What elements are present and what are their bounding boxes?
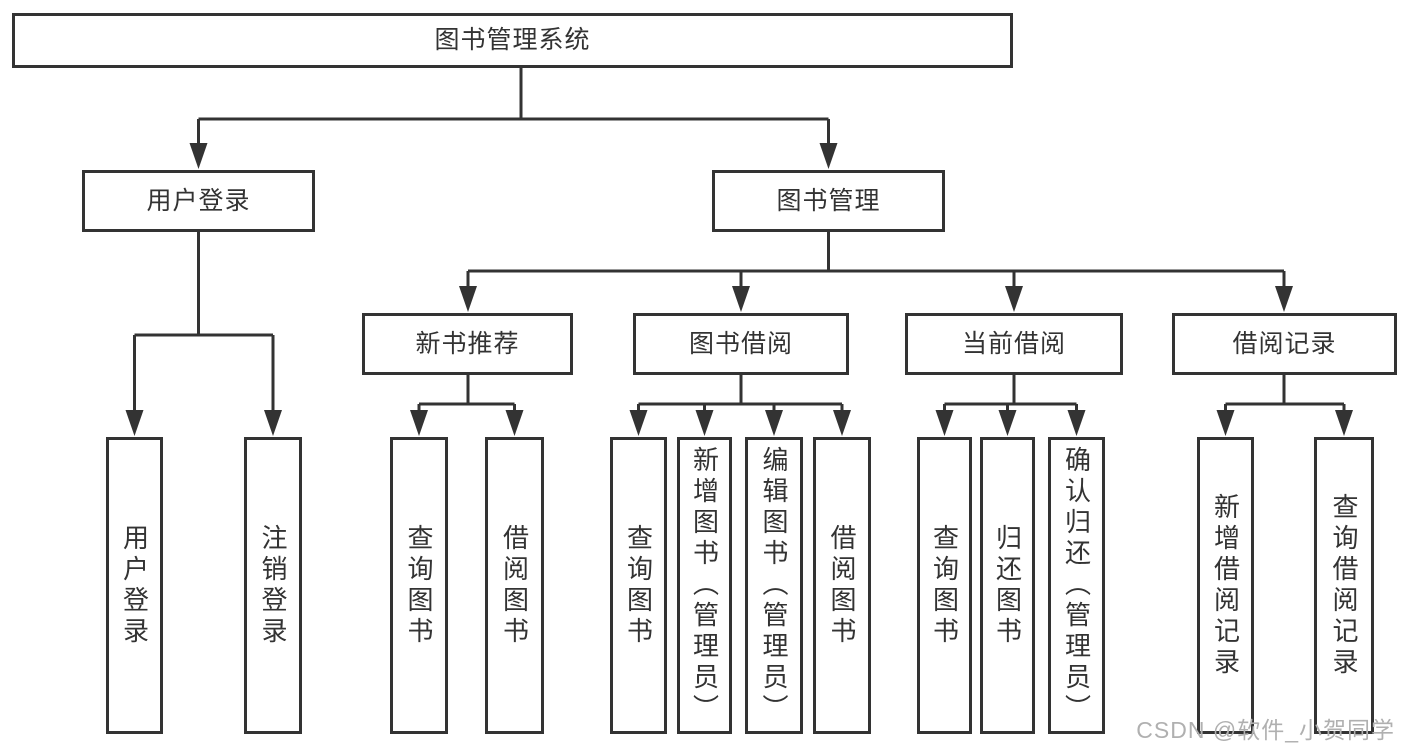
leaf-query-borrow-record: 查询借阅记录 (1314, 437, 1374, 734)
leaf-query-borrow-record-label: 查询借阅记录 (1329, 492, 1359, 679)
leaf-logout: 注销登录 (244, 437, 302, 734)
node-book-management: 图书管理 (712, 170, 945, 232)
leaf-add-book-admin-label: 新增图书（管理员） (689, 446, 720, 725)
leaf-query-books-borrow: 查询图书 (610, 437, 667, 734)
leaf-query-books-current-label: 查询图书 (929, 523, 960, 648)
leaf-confirm-return-admin: 确认归还（管理员） (1048, 437, 1105, 734)
node-root-label: 图书管理系统 (434, 26, 591, 54)
leaf-add-book-admin: 新增图书（管理员） (677, 437, 732, 734)
node-book-borrow-label: 图书借阅 (688, 329, 793, 358)
leaf-edit-book-admin-label: 编辑图书（管理员） (759, 446, 789, 725)
node-root: 图书管理系统 (12, 13, 1013, 68)
watermark: CSDN @软件_小贺同学 (1136, 717, 1395, 743)
node-borrow-records: 借阅记录 (1172, 313, 1397, 375)
leaf-user-login-label: 用户登录 (119, 523, 150, 648)
leaf-borrow-books-recommend-label: 借阅图书 (499, 523, 530, 648)
leaf-borrow-books-recommend: 借阅图书 (485, 437, 544, 734)
node-current-borrow-label: 当前借阅 (961, 329, 1066, 358)
leaf-logout-label: 注销登录 (258, 523, 288, 648)
leaf-return-books-label: 归还图书 (992, 523, 1023, 648)
connector-path (133, 68, 1346, 416)
node-user-login: 用户登录 (82, 170, 315, 232)
leaf-borrow-books: 借阅图书 (813, 437, 871, 734)
leaf-edit-book-admin: 编辑图书（管理员） (745, 437, 803, 734)
arrowheads (125, 143, 1353, 436)
leaf-add-borrow-record-label: 新增借阅记录 (1210, 492, 1241, 679)
node-user-login-label: 用户登录 (146, 186, 251, 215)
leaf-return-books: 归还图书 (980, 437, 1035, 734)
leaf-query-books-recommend-label: 查询图书 (404, 523, 434, 648)
leaf-borrow-books-label: 借阅图书 (827, 523, 857, 648)
leaf-query-books-recommend: 查询图书 (390, 437, 448, 734)
leaf-add-borrow-record: 新增借阅记录 (1197, 437, 1254, 734)
node-current-borrow: 当前借阅 (905, 313, 1123, 375)
node-borrow-records-label: 借阅记录 (1232, 329, 1337, 358)
leaf-confirm-return-admin-label: 确认归还（管理员） (1061, 446, 1092, 725)
leaf-user-login: 用户登录 (106, 437, 163, 734)
node-new-book-recommend-label: 新书推荐 (415, 329, 520, 358)
node-new-book-recommend: 新书推荐 (362, 313, 573, 375)
leaf-query-books-current: 查询图书 (917, 437, 972, 734)
node-book-borrow: 图书借阅 (633, 313, 849, 375)
node-book-management-label: 图书管理 (776, 186, 881, 215)
leaf-query-books-borrow-label: 查询图书 (623, 523, 654, 648)
